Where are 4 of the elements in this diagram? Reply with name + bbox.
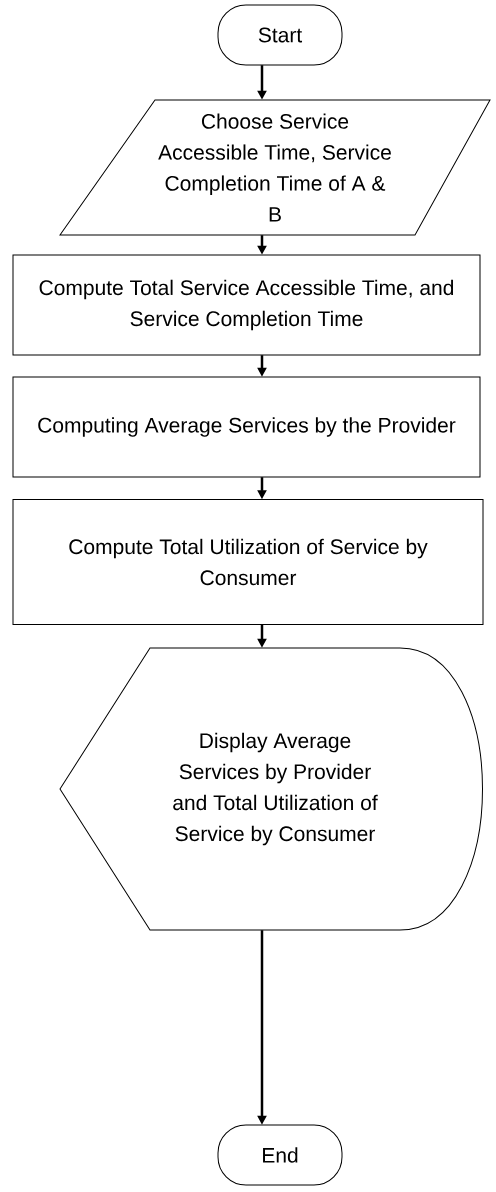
process-box: Compute Total Service Accessible Time, and Service Completion Time [12, 254, 481, 356]
input-parallelogram: Choose Service Accessible Time, Service Completion Time of A & B [59, 99, 491, 236]
process-box: Compute Total Utilization of Service by Consumer [12, 499, 484, 625]
process-box: Computing Average Services by the Provider [12, 376, 481, 478]
